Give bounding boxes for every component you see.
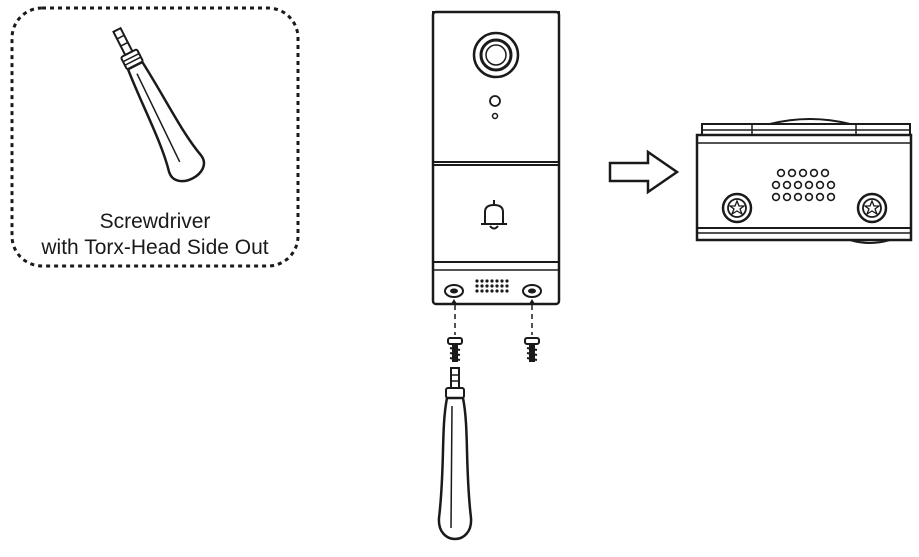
doorbell-bottom-view bbox=[695, 118, 913, 244]
right-arrow-icon bbox=[608, 149, 680, 195]
callout-title-line2: with Torx-Head Side Out bbox=[40, 236, 268, 259]
bell-icon bbox=[481, 200, 507, 230]
speaker-grille bbox=[475, 279, 509, 293]
bottom-face bbox=[695, 133, 913, 242]
torx-screw-icon bbox=[524, 337, 540, 362]
mounted-screw-left-icon bbox=[721, 192, 753, 224]
screw-hole-left bbox=[444, 284, 464, 298]
screwdriver-icon bbox=[437, 367, 473, 541]
torx-screw-icon bbox=[447, 337, 463, 362]
mounted-screw-right-icon bbox=[856, 192, 888, 224]
callout-dashed-border bbox=[10, 6, 300, 268]
callout-screwdriver-icon bbox=[112, 26, 205, 183]
camera-lens-icon bbox=[472, 31, 520, 79]
speaker-grille-bottom bbox=[771, 168, 836, 202]
doorbell-upper-panel bbox=[432, 11, 560, 163]
screwdriver-callout: Screwdriver with Torx-Head Side Out bbox=[10, 6, 300, 268]
light-sensor-icon bbox=[489, 95, 501, 120]
callout-title-line1: Screwdriver bbox=[100, 210, 211, 233]
screw-hole-right bbox=[522, 284, 542, 298]
doorbell-front-view bbox=[431, 10, 561, 306]
